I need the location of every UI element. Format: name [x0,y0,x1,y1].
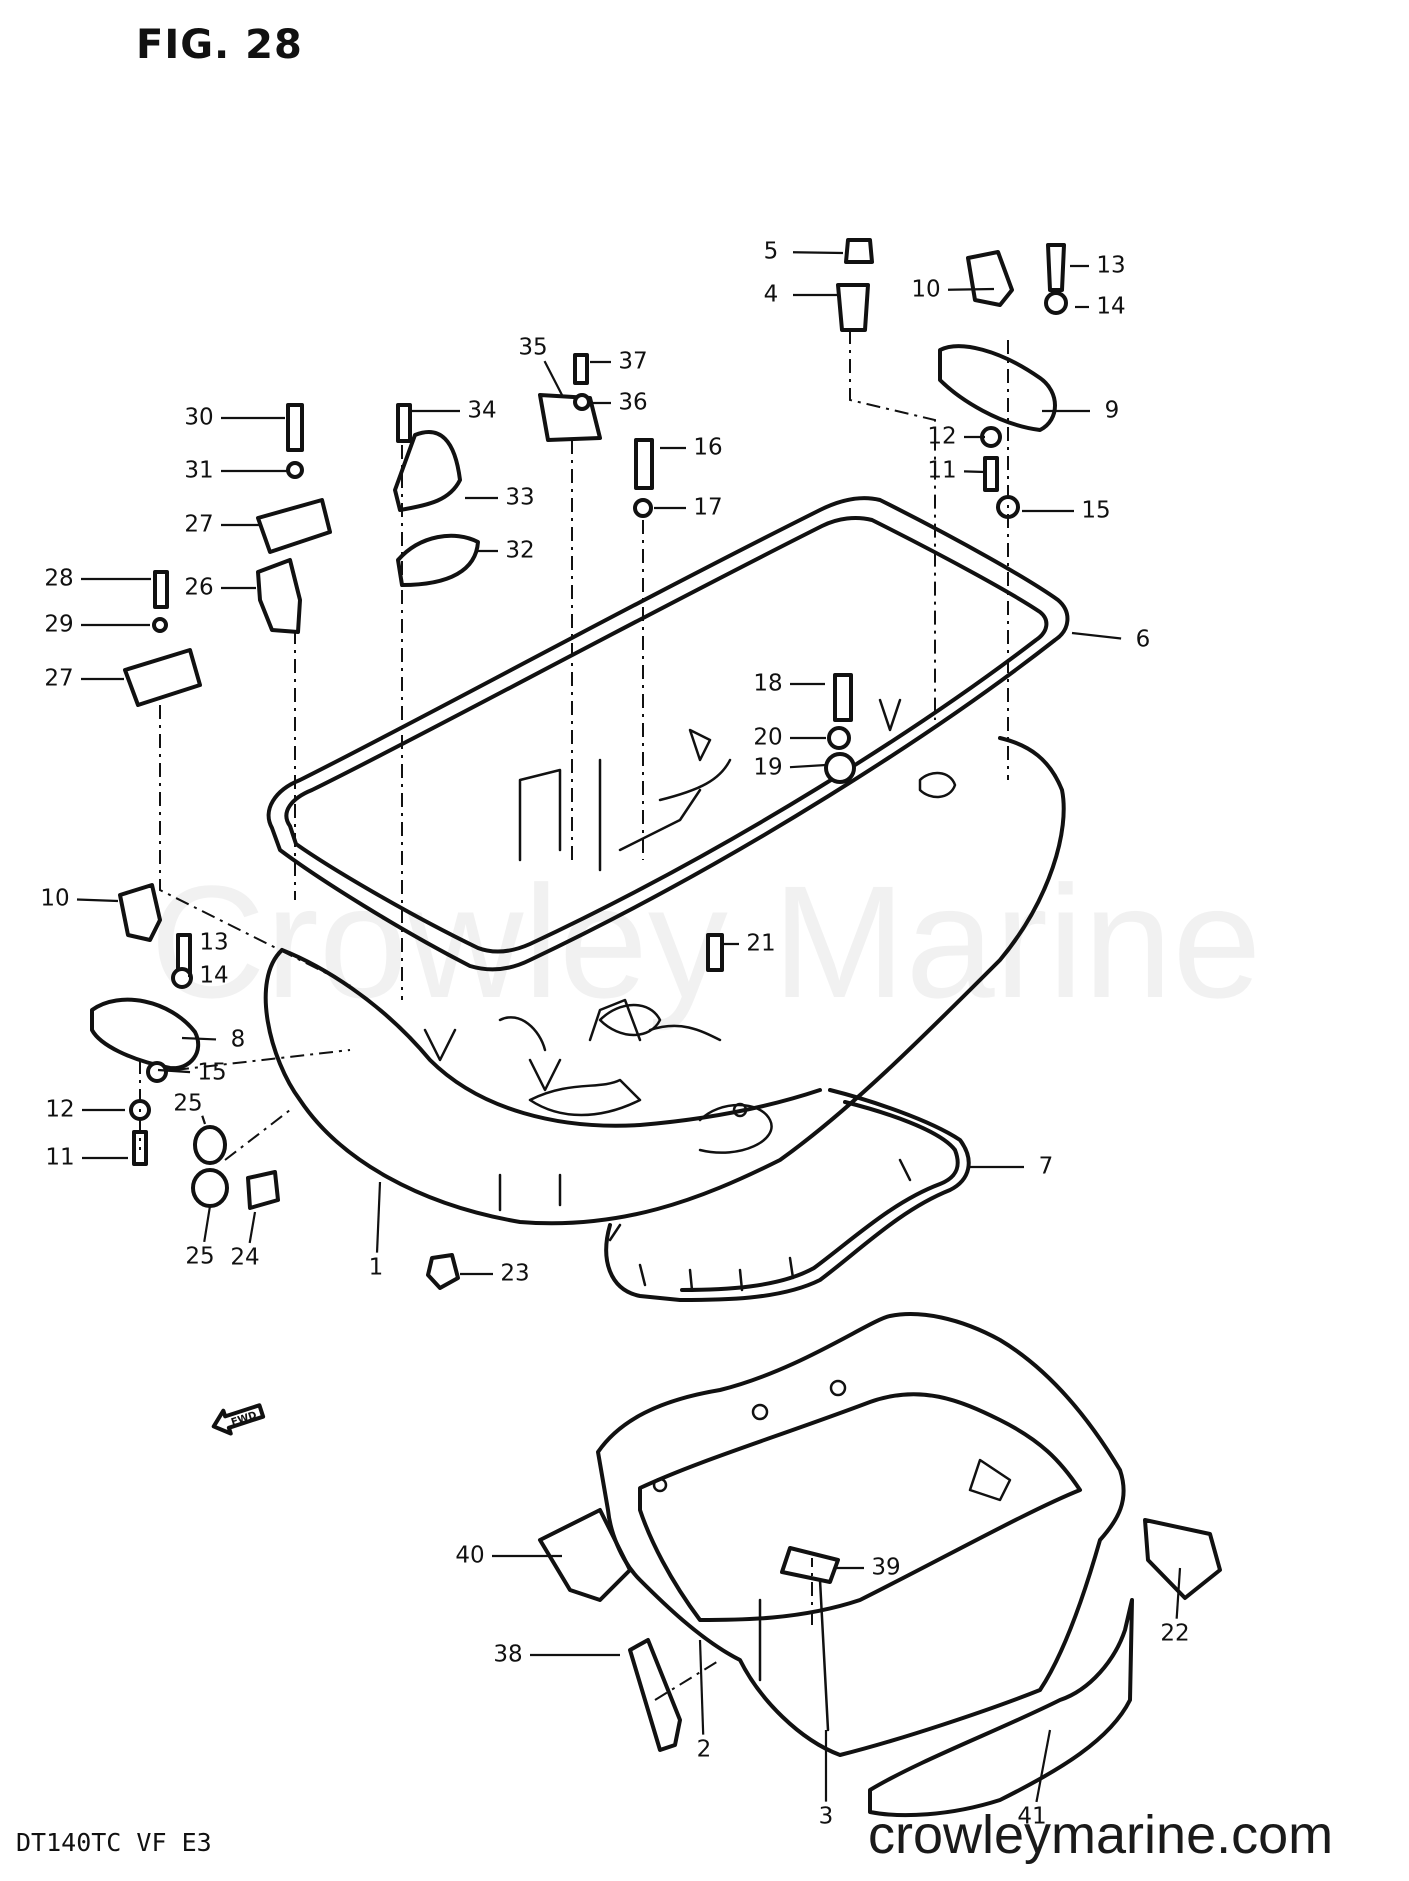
leader-p24 [248,1211,257,1244]
leader-p19 [789,763,827,769]
website-watermark: crowleymarine.com [868,1805,1334,1865]
part-label-p39: 39 [871,1555,900,1581]
leader-p1 [375,1181,382,1253]
part-label-p12b: 12 [45,1097,74,1123]
part-label-p10: 10 [911,277,940,303]
leader-p5 [792,251,844,255]
part-label-p22: 22 [1160,1621,1189,1647]
part-label-p18: 18 [753,671,782,697]
part-label-p4: 4 [764,282,779,308]
part-label-p32: 32 [505,538,534,564]
part-label-p14b: 14 [199,963,228,989]
part-label-p11: 11 [927,458,956,484]
part-label-p25b: 25 [185,1244,214,1270]
part-label-p13: 13 [1096,253,1125,279]
part-label-p33: 33 [505,485,534,511]
part-label-p17: 17 [693,495,722,521]
part-label-p40: 40 [455,1543,484,1569]
part-label-p5: 5 [764,239,779,265]
fasteners [90,238,1222,1600]
leader-p25 [201,1115,207,1125]
leader-p11 [963,470,986,474]
part-label-p26: 26 [184,575,213,601]
leader-p35 [543,360,563,396]
part-label-p1: 1 [369,1255,384,1281]
part-label-p15b: 15 [197,1060,226,1086]
part-label-p21: 21 [746,931,775,957]
part-label-p23: 23 [500,1261,529,1287]
leader-p10 [947,287,995,291]
leader-p2 [698,1639,705,1735]
part-label-p7: 7 [1039,1154,1054,1180]
leader-p6 [1071,631,1122,640]
part-label-p25: 25 [173,1091,202,1117]
decal-40 [538,1508,632,1602]
bottom-cowling [596,1312,1126,1757]
part-label-p8: 8 [231,1027,246,1053]
leader-p15b [157,1068,191,1074]
part-label-p30: 30 [184,405,213,431]
part-label-p27b: 27 [44,666,73,692]
part-label-p14: 14 [1096,294,1125,320]
part-label-p28: 28 [44,566,73,592]
part-label-p6: 6 [1136,627,1151,653]
part-label-p37: 37 [618,349,647,375]
part-label-p41: 41 [1017,1804,1046,1830]
leader-p41 [1035,1729,1052,1803]
part-label-p19: 19 [753,755,782,781]
leader-p22 [1175,1567,1182,1619]
trim-38 [628,1638,682,1752]
leader-p10b [76,898,119,903]
part-label-p11b: 11 [45,1145,74,1171]
part-label-p27: 27 [184,512,213,538]
part-number-labels: 1234567891010111112121313141415151617181… [40,239,1189,1830]
part-label-p29: 29 [44,612,73,638]
decals [538,1508,1134,1818]
part-label-p10b: 10 [40,886,69,912]
cowling-seal-ring [266,496,1070,972]
leader-lines [76,251,1182,1803]
fwd-marker: FWD [211,1403,266,1436]
part-label-p16: 16 [693,435,722,461]
part-label-p20: 20 [753,725,782,751]
part-label-p2: 2 [697,1737,712,1763]
part-label-p12: 12 [927,424,956,450]
watermark: Crowley Marine [150,852,1262,1031]
leader-p25b [203,1205,212,1243]
leader-p8 [181,1036,217,1041]
part-label-p9: 9 [1105,398,1120,424]
part-label-p35: 35 [518,335,547,361]
top-cowling [263,736,1066,1226]
figure-title: FIG. 28 [136,22,303,68]
cowling-inner-details [423,698,957,1117]
part-label-p24: 24 [230,1245,259,1271]
part-label-p3: 3 [819,1804,834,1830]
part-label-p15: 15 [1081,498,1110,524]
part-label-p36: 36 [618,390,647,416]
model-code: DT140TC VF E3 [16,1828,212,1857]
assembly-guides [139,330,1009,1701]
cowling-gasket [604,1088,971,1302]
part-label-p31: 31 [184,458,213,484]
part-label-p34: 34 [467,398,496,424]
part-label-p13b: 13 [199,930,228,956]
part-label-p38: 38 [493,1642,522,1668]
decal-41 [868,1598,1134,1818]
